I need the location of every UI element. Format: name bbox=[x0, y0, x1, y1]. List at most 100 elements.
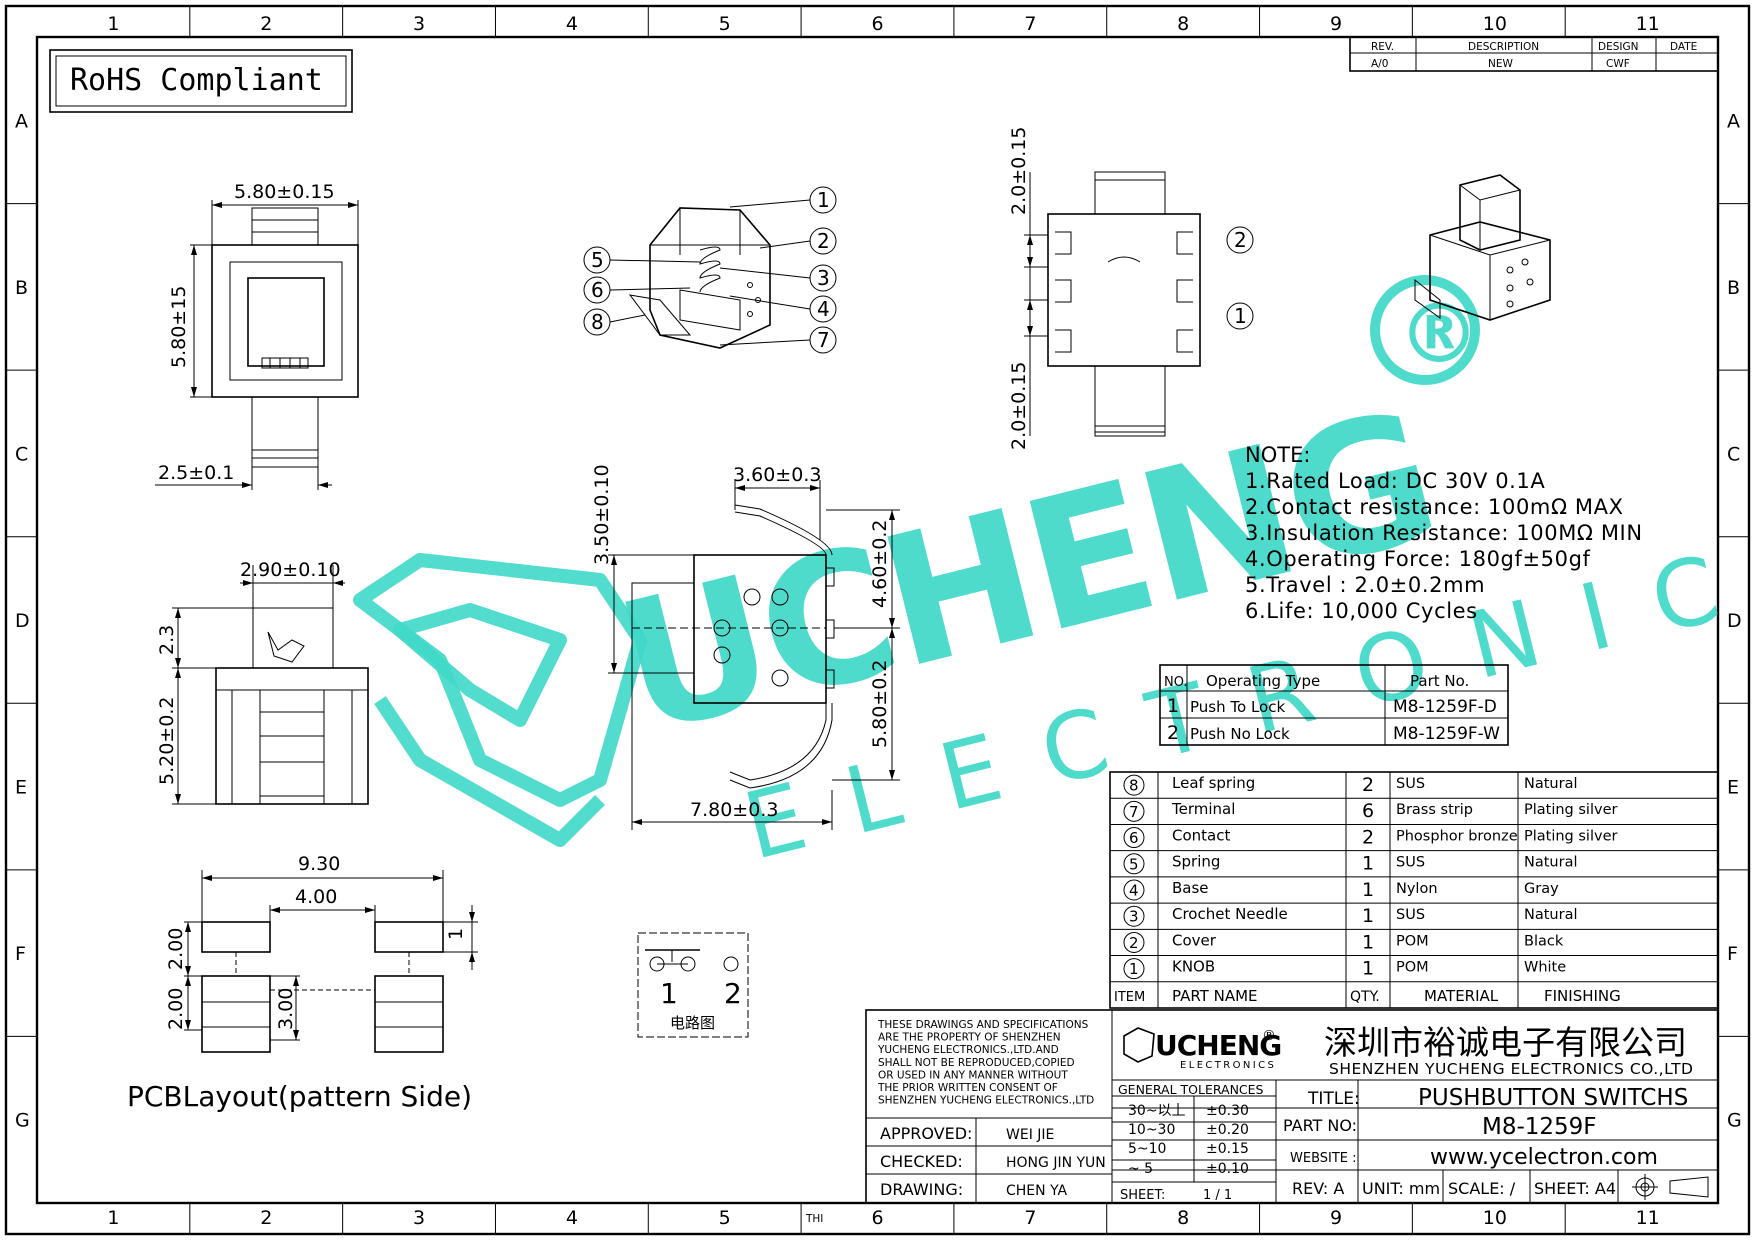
title-block: UCHENG ® ELECTRONICS 深圳市裕诚电子有限公司 SHENZHE… bbox=[865, 1009, 1719, 1204]
back-callout-number: 1 bbox=[1234, 304, 1247, 328]
rev-value-design: CWF bbox=[1606, 58, 1630, 70]
bom-cell-material: SUS bbox=[1396, 907, 1425, 923]
bom-cell-material: POM bbox=[1396, 933, 1429, 949]
tolerance-title: GENERAL TOLERANCES bbox=[1118, 1082, 1264, 1097]
sheet-label: SHEET: bbox=[1120, 1188, 1165, 1203]
bom-cell-qty: 1 bbox=[1362, 879, 1374, 901]
tolerance-value: ±0.20 bbox=[1206, 1122, 1249, 1138]
callout-number: 7 bbox=[817, 328, 830, 352]
bom-cell-item: 1 bbox=[1129, 960, 1139, 978]
logo-brand: UCHENG bbox=[1155, 1029, 1281, 1062]
logo-registered: ® bbox=[1262, 1028, 1276, 1044]
dim-pcb-v3: 3.00 bbox=[275, 988, 297, 1030]
callout-number: 2 bbox=[817, 229, 830, 253]
note-line: 5.Travel : 2.0±0.2mm bbox=[1245, 573, 1485, 597]
note-line: 3.Insulation Resistance: 100MΩ MIN bbox=[1245, 521, 1643, 545]
rev-header-design: DESIGN bbox=[1598, 41, 1638, 53]
callout-circle bbox=[809, 295, 837, 323]
column-marker-top: 2 bbox=[260, 13, 272, 35]
revision-block: REV. DESCRIPTION DESIGN DATE A/0 NEW CWF bbox=[1349, 36, 1719, 72]
bom-cell-item: 3 bbox=[1129, 908, 1139, 926]
notes-title: NOTE: bbox=[1245, 443, 1310, 467]
back-callout-circle bbox=[1226, 302, 1254, 330]
bom-header-material: MATERIAL bbox=[1424, 987, 1499, 1005]
top-view: 5.80±0.15 5.80±15 2.5±0.1 bbox=[155, 181, 359, 490]
op-cell-no: 2 bbox=[1167, 722, 1179, 744]
tolerance-value: ±0.10 bbox=[1206, 1161, 1249, 1177]
bom-cell-name: Terminal bbox=[1171, 800, 1235, 818]
note-line: 6.Life: 10,000 Cycles bbox=[1245, 599, 1478, 623]
column-marker-bottom: 10 bbox=[1483, 1207, 1507, 1229]
op-cell-no: 1 bbox=[1167, 695, 1179, 717]
pcb-caption: PCBLayout(pattern Side) bbox=[127, 1080, 472, 1113]
dim-pcb-total: 9.30 bbox=[298, 853, 340, 875]
note-line: 2.Contact resistance: 100mΩ MAX bbox=[1245, 495, 1624, 519]
bom-cell-finishing: Plating silver bbox=[1524, 828, 1617, 844]
column-marker-top: 10 bbox=[1483, 13, 1507, 35]
row-marker-right: D bbox=[1727, 610, 1742, 632]
bom-item-circle bbox=[1123, 879, 1145, 901]
callout-circle bbox=[583, 308, 611, 336]
pcb-layout: 9.30 4.00 1 2.00 2.00 3.00 PCBLayout(pat… bbox=[127, 853, 478, 1113]
column-marker-bottom: 4 bbox=[566, 1207, 578, 1229]
bom-cell-name: Cover bbox=[1172, 931, 1217, 949]
column-marker-bottom: 1 bbox=[107, 1207, 119, 1229]
partno-label: PART NO: bbox=[1283, 1116, 1357, 1135]
op-header-no: NO. bbox=[1164, 675, 1188, 690]
column-marker-bottom: 6 bbox=[872, 1207, 884, 1229]
callout-circle bbox=[809, 264, 837, 292]
bom-cell-qty: 1 bbox=[1362, 958, 1374, 980]
rev-header-rev: REV. bbox=[1371, 41, 1394, 53]
row-marker-left: E bbox=[15, 777, 27, 799]
tolerance-range: 30~以上 bbox=[1128, 1103, 1186, 1119]
bom-cell-finishing: Natural bbox=[1524, 855, 1577, 871]
callout-circle bbox=[583, 246, 611, 274]
row-marker-left: G bbox=[15, 1110, 30, 1132]
callout-circle bbox=[809, 326, 837, 354]
column-marker-top: 7 bbox=[1024, 13, 1036, 35]
bom-cell-qty: 1 bbox=[1362, 931, 1374, 953]
bom-cell-finishing: Black bbox=[1524, 933, 1564, 949]
disclaimer-line: OR USED IN ANY MANNER WITHOUT bbox=[878, 1069, 1068, 1081]
column-marker-top: 9 bbox=[1330, 13, 1342, 35]
disclaimer-line: SHALL NOT BE REPRODUCED,COPIED bbox=[878, 1057, 1075, 1069]
row-marker-right: F bbox=[1727, 943, 1738, 965]
callout-circle bbox=[809, 227, 837, 255]
dim-top-width: 5.80±0.15 bbox=[234, 181, 335, 203]
note-line: 4.Operating Force: 180gf±50gf bbox=[1245, 547, 1591, 571]
tolerance-value: ±0.15 bbox=[1206, 1141, 1249, 1157]
column-marker-bottom: 3 bbox=[413, 1207, 425, 1229]
title-value: PUSHBUTTON SWITCHS bbox=[1418, 1085, 1688, 1111]
callout-number: 4 bbox=[817, 297, 830, 321]
row-marker-left: B bbox=[15, 277, 28, 299]
column-marker-top: 3 bbox=[413, 13, 425, 35]
rev-value-description: NEW bbox=[1488, 58, 1513, 70]
circuit-caption: 电路图 bbox=[670, 1014, 715, 1032]
op-cell-partno: M8-1259F-W bbox=[1393, 724, 1500, 744]
bom-header-name: PART NAME bbox=[1172, 987, 1258, 1005]
circuit-pin2: 2 bbox=[724, 977, 742, 1010]
bom-cell-material: Phosphor bronze bbox=[1396, 828, 1518, 844]
dim-pcb-v2: 2.00 bbox=[165, 988, 187, 1030]
unit-label: UNIT: mm bbox=[1362, 1179, 1440, 1198]
company-name-en: SHENZHEN YUCHENG ELECTRONICS CO.,LTD bbox=[1329, 1060, 1693, 1078]
sheet-value: 1 / 1 bbox=[1203, 1188, 1232, 1203]
dim-side-h1: 2.3 bbox=[156, 625, 178, 655]
tolerance-range: 10~30 bbox=[1128, 1122, 1175, 1138]
callout-number: 8 bbox=[591, 310, 604, 334]
disclaimer-line: SHENZHEN YUCHENG ELECTRONICS.,LTD bbox=[878, 1095, 1094, 1107]
bom-cell-qty: 2 bbox=[1362, 774, 1374, 796]
row-marker-right: B bbox=[1727, 277, 1740, 299]
watermark-y-logo bbox=[353, 553, 647, 847]
drawing-name: CHEN YA bbox=[1006, 1183, 1068, 1199]
website-value: www.ycelectron.com bbox=[1430, 1145, 1658, 1170]
bom-item-circle bbox=[1123, 905, 1145, 927]
rev-header-description: DESCRIPTION bbox=[1468, 41, 1539, 53]
bom-cell-finishing: Natural bbox=[1524, 776, 1577, 792]
op-header-type: Operating Type bbox=[1206, 672, 1320, 690]
rev-header-date: DATE bbox=[1670, 41, 1697, 53]
row-marker-left: F bbox=[15, 943, 26, 965]
bom-item-circle bbox=[1123, 958, 1145, 980]
